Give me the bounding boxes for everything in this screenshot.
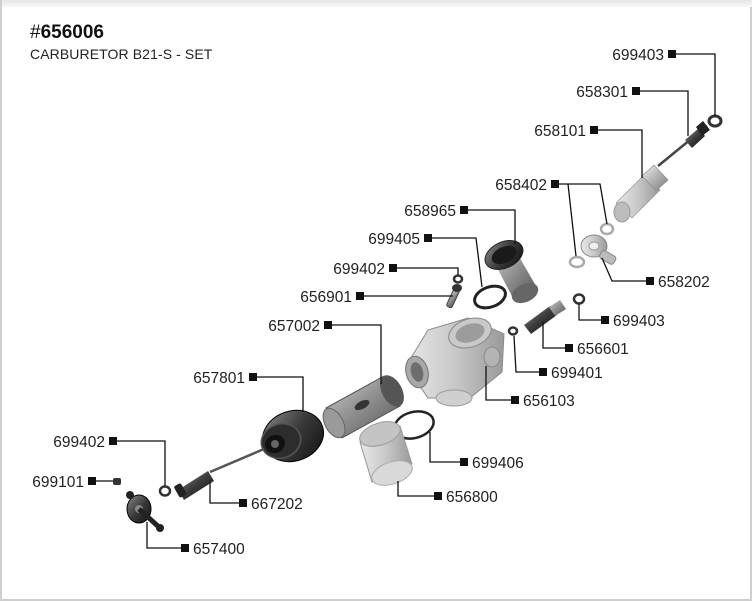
needle-667202-part [174, 447, 265, 500]
set-part-number: 656006 [40, 22, 104, 43]
oring-699402-mid-part [452, 274, 464, 284]
sleeve-656800-part [359, 421, 413, 486]
intake-658965-part [484, 239, 539, 304]
screw-656901-part [446, 284, 462, 309]
oring-699403-top-part [707, 114, 723, 128]
set-title: #656006 [30, 22, 212, 44]
carb-body-656103-part [405, 317, 505, 407]
callout-656800: 656800 [446, 489, 498, 506]
boot-657801-part [260, 409, 324, 463]
leader-lines [92, 53, 716, 549]
callout-699402-mid: 699402 [333, 261, 385, 278]
callout-699401: 699401 [551, 365, 603, 382]
callout-667202: 667202 [251, 496, 303, 513]
callout-658301: 658301 [576, 84, 628, 101]
callout-658402: 658402 [495, 177, 547, 194]
callout-657801: 657801 [193, 370, 245, 387]
callout-658202: 658202 [658, 274, 710, 291]
oring-699401-part [507, 326, 519, 336]
callout-656103: 656103 [523, 393, 575, 410]
needle-holder-658101-part [613, 164, 669, 223]
callout-658965: 658965 [404, 203, 456, 220]
callout-699406: 699406 [472, 455, 524, 472]
barrel-657002-part [322, 375, 404, 439]
callout-656601: 656601 [577, 341, 629, 358]
washer-658402-upper-part [599, 222, 615, 236]
callout-699403-top: 699403 [612, 47, 664, 64]
valve-656601-part [524, 300, 566, 334]
banjo-658202-part [580, 234, 617, 265]
callout-656901: 656901 [300, 289, 352, 306]
oring-699402-bottom-part [158, 485, 172, 497]
callout-658101: 658101 [534, 123, 586, 140]
washer-658402-lower-part [568, 255, 586, 269]
set-description: CARBURETOR B21-S - SET [30, 46, 213, 62]
clip-699101-part [113, 478, 121, 485]
callout-markers [88, 50, 676, 552]
callout-699403-mid: 699403 [613, 313, 665, 330]
callout-699101: 699101 [32, 474, 84, 491]
callout-699402-bottom: 699402 [53, 434, 105, 451]
needle-658301-part [657, 121, 710, 167]
top-border [2, 0, 752, 7]
hash-symbol: # [30, 22, 41, 43]
oring-699403-mid-part [572, 293, 586, 305]
oring-699405-part [473, 284, 507, 310]
callout-657002: 657002 [268, 318, 320, 335]
diagram-header: #656006 CARBURETOR B21-S - SET [30, 22, 212, 62]
callout-699405: 699405 [368, 231, 420, 248]
arm-657400-part [126, 491, 164, 532]
callout-657400: 657400 [193, 541, 245, 558]
